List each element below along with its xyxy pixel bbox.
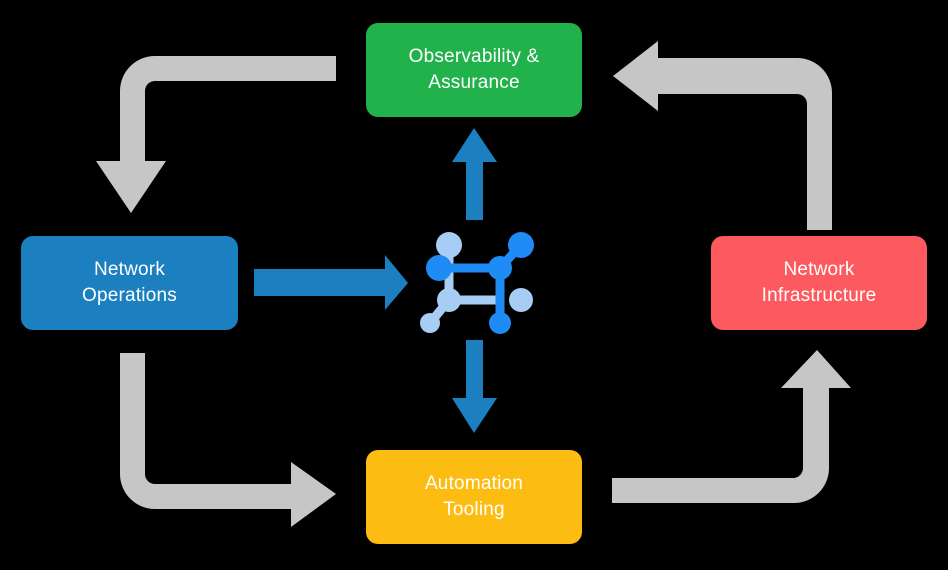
node-box-automation-tooling[interactable]: Automation Tooling — [366, 450, 582, 544]
node-label-automation-tooling: Automation Tooling — [425, 471, 523, 523]
network-topology-icon — [420, 232, 534, 334]
node-label-network-infrastructure: Network Infrastructure — [762, 257, 877, 309]
node-box-observability[interactable]: Observability & Assurance — [366, 23, 582, 117]
node-label-line1: Network — [93, 258, 166, 280]
node-box-network-infrastructure[interactable]: Network Infrastructure — [711, 236, 927, 330]
gray-arrow-network-infrastructure-to-observability — [613, 41, 832, 230]
node-label-observability: Observability & Assurance — [409, 44, 540, 96]
gray-arrow-observability-to-network-operations — [96, 56, 336, 213]
node-label-line2: Tooling — [443, 499, 505, 520]
gray-arrow-network-operations-to-automation-tooling — [112, 353, 336, 527]
blue-arrow-center-to-observability — [452, 128, 497, 220]
node-label-line2: Infrastructure — [761, 285, 877, 306]
node-label-line1: Automation — [424, 472, 524, 494]
node-box-network-operations[interactable]: Network Operations — [21, 236, 238, 330]
topology-dark-nodes — [426, 232, 534, 334]
node-label-network-operations: Network Operations — [82, 257, 177, 309]
node-label-line2: Operations — [82, 285, 177, 306]
node-label-line2: Assurance — [428, 72, 520, 93]
blue-arrow-center-to-automation-tooling — [452, 340, 497, 433]
blue-arrow-network-operations-to-center — [254, 255, 408, 310]
node-label-line1: Observability & — [408, 45, 540, 67]
gray-arrow-automation-tooling-to-network-infrastructure — [612, 350, 851, 503]
node-label-line1: Network — [783, 258, 855, 280]
topology-light-nodes — [420, 232, 533, 333]
